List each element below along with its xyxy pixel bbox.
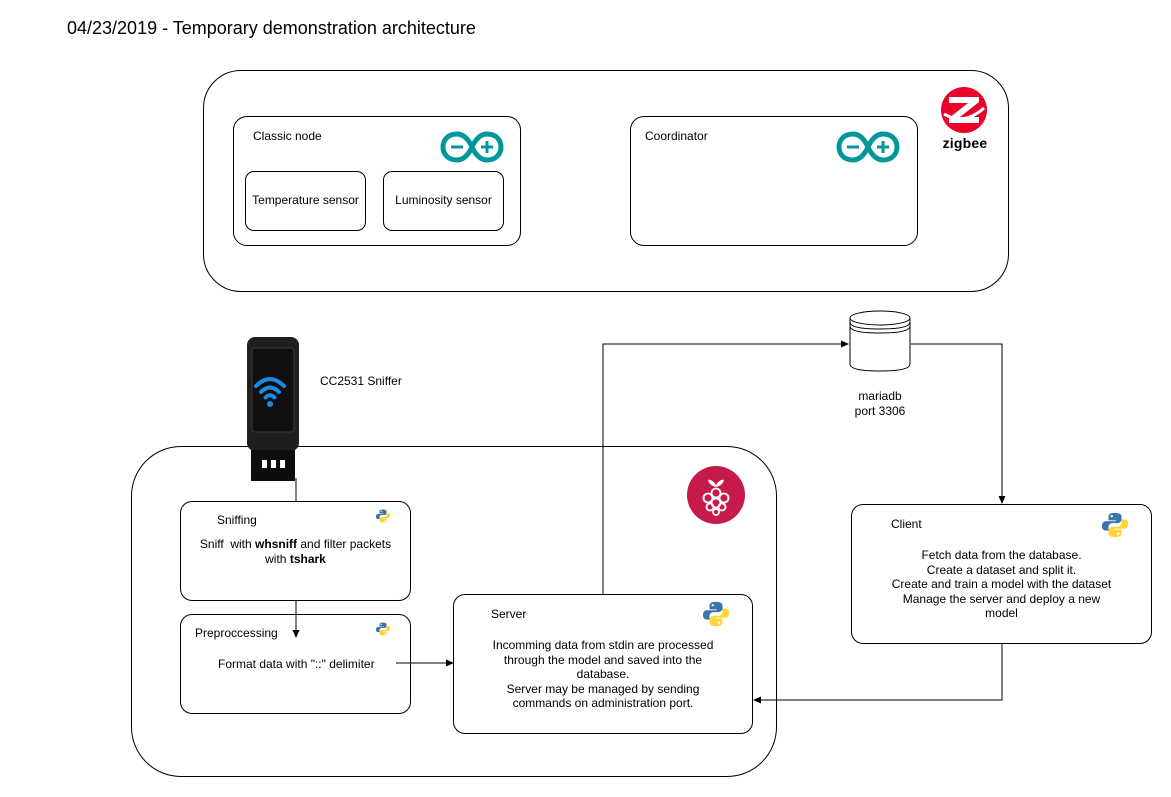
sniffing-label: Sniffing [217, 513, 257, 527]
client-desc-line: Fetch data from the database. [921, 548, 1082, 562]
arduino-icon [440, 130, 504, 169]
classic-node-label: Classic node [253, 129, 322, 143]
server-desc-line: Incomming data from stdin are processed [492, 638, 714, 652]
server-desc-line: Server may be managed by sending [506, 681, 700, 696]
server-desc-line: through the model and saved into the [503, 652, 703, 667]
sniffing-desc-part: Sniff with [199, 537, 256, 551]
preprocessing-label: Preproccessing [195, 626, 278, 640]
sniffing-description: Sniff with whsniff and filter packets wi… [180, 537, 411, 566]
usb-sniffer-dongle-icon [244, 334, 302, 487]
coordinator-label: Coordinator [645, 129, 708, 143]
database-to-client-arrow [911, 343, 1006, 504]
python-icon [703, 601, 729, 632]
python-icon [376, 509, 390, 528]
temperature-sensor-box [245, 171, 366, 231]
luminosity-sensor-box [383, 171, 504, 231]
server-desc-line: commands on administration port. [512, 696, 694, 710]
client-description: Fetch data from the database. Create a d… [851, 548, 1152, 621]
sniffing-desc-part: with [265, 551, 290, 566]
server-desc-line: database. [576, 667, 630, 681]
whsniff-keyword: whsniff [255, 537, 298, 551]
client-label: Client [891, 517, 922, 531]
client-desc-line: model [985, 606, 1018, 620]
sniffing-desc-part: and filter packets [297, 537, 392, 551]
preprocessing-description: Format data with "::" delimiter [218, 657, 375, 671]
raspberry-pi-icon [686, 465, 746, 530]
client-box [851, 504, 1152, 644]
python-icon [1102, 512, 1128, 543]
arduino-icon [836, 130, 900, 169]
python-icon [376, 622, 390, 641]
sniffer-label: CC2531 Sniffer [320, 374, 402, 388]
diagram-title: 04/23/2019 - Temporary demonstration arc… [67, 18, 476, 38]
client-desc-line: Create a dataset and split it. [926, 562, 1077, 577]
server-box [453, 594, 753, 734]
client-desc-line: Manage the server and deploy a new [902, 591, 1101, 606]
zigbee-logo-text: zigbee [942, 135, 988, 151]
coordinator-box [630, 116, 918, 246]
sniffing-box [180, 501, 411, 601]
database-icon [849, 310, 911, 377]
database-port: port 3306 [854, 403, 906, 418]
database-label: mariadb port 3306 [830, 389, 930, 418]
temperature-sensor-label: Temperature sensor [252, 193, 359, 207]
tshark-keyword: tshark [289, 551, 326, 566]
server-label: Server [491, 607, 527, 621]
client-to-server-arrow [753, 644, 1003, 704]
client-desc-line: Create and train a model with the datase… [891, 577, 1112, 591]
server-description: Incomming data from stdin are processed … [453, 638, 753, 711]
database-name: mariadb [858, 389, 902, 403]
luminosity-sensor-label: Luminosity sensor [395, 193, 492, 207]
zigbee-logo-icon: zigbee [934, 86, 994, 156]
